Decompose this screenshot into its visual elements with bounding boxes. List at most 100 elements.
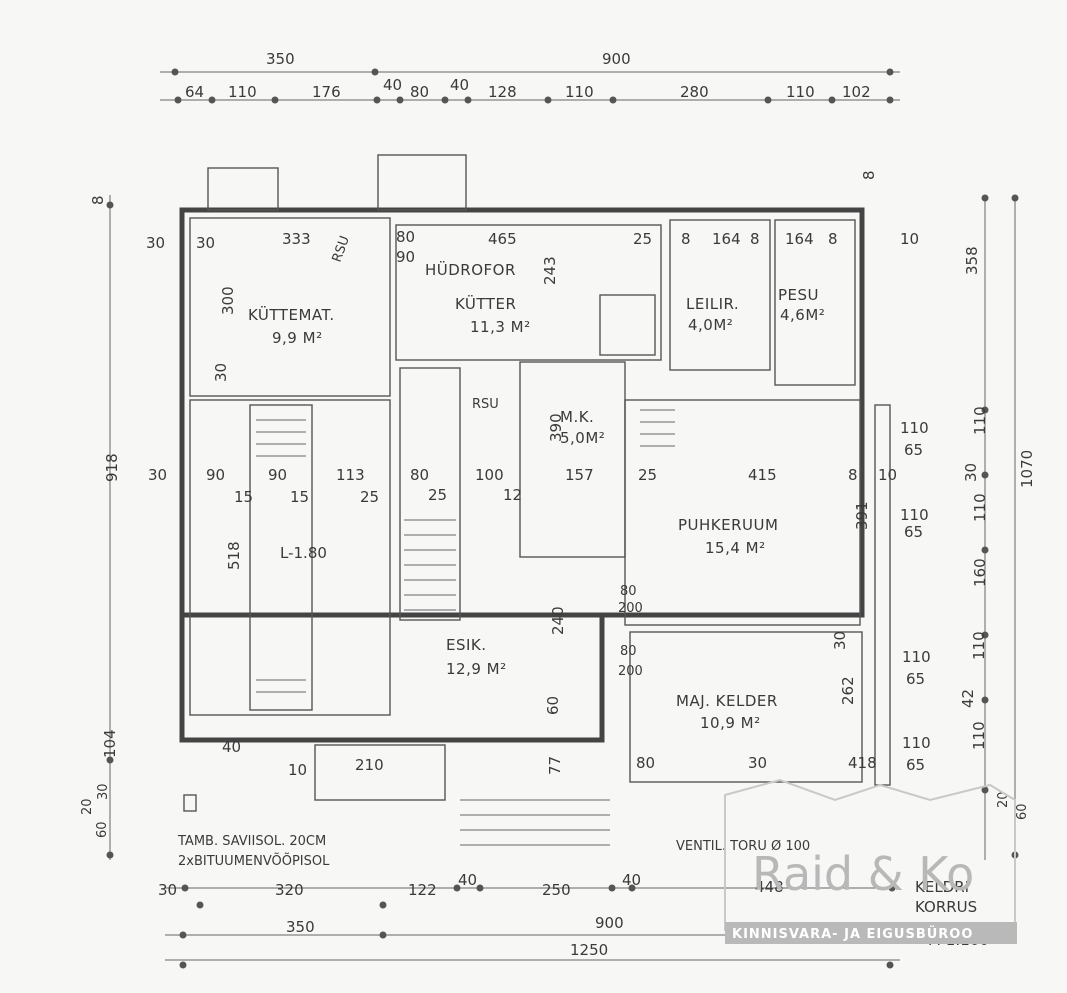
dim-label: 80 [620, 644, 637, 659]
dim-label: 415 [748, 466, 777, 484]
dim-label: 60 [95, 821, 110, 838]
dim-label: 1070 [1018, 450, 1036, 488]
note-insulation: 2xBITUUMENVÕÕPISOL [178, 853, 330, 869]
room-name: ESIK. [446, 636, 487, 654]
dim-label: 25 [428, 486, 447, 504]
room-name: M.K. [560, 408, 594, 426]
dim-label: 350 [286, 918, 315, 936]
room-area: 11,3 M² [470, 318, 531, 336]
floor-title: KELDRI [915, 878, 969, 896]
room-name: PUHKERUUM [678, 516, 778, 534]
dim-label: 10 [900, 230, 919, 248]
dims-top: 350 900 64 110 176 40 80 40 128 110 280 … [185, 50, 871, 101]
dim-label: 40 [222, 738, 241, 756]
dim-label: 15 [290, 488, 309, 506]
dim-label: 60 [544, 696, 562, 715]
dim-label: 25 [638, 466, 657, 484]
dim-label: 12 [503, 486, 522, 504]
dim-label: 65 [904, 441, 923, 459]
dim-label: 25 [633, 230, 652, 248]
dim-label: 64 [185, 83, 204, 101]
dim-label: 40 [450, 76, 469, 94]
dimension-lines [106, 68, 1019, 969]
room-leilir: LEILIR. 4,0M² [686, 295, 739, 334]
room-pesu: PESU 4,6M² [778, 286, 825, 324]
legend-symbol [183, 794, 197, 812]
dim-label: 8 [750, 230, 760, 248]
dim-label: 110 [902, 734, 931, 752]
watermark-band [725, 922, 1017, 944]
dim-label: 25 [360, 488, 379, 506]
dim-label: 65 [906, 756, 925, 774]
dim-label: 40 [458, 871, 477, 889]
dim-label: 300 [219, 286, 237, 315]
room-name: KÜTTER [455, 294, 516, 313]
dim-label: 333 [282, 230, 311, 248]
note-rsu: RSU [330, 234, 353, 264]
dim-label: 418 [848, 754, 877, 772]
dim-label: 918 [103, 453, 121, 482]
room-area: 5,0M² [560, 429, 605, 447]
dim-label: 110 [565, 83, 594, 101]
dim-label: 200 [618, 664, 643, 679]
dim-label: 42 [959, 689, 977, 708]
dim-label: 90 [396, 248, 415, 266]
dim-label: 90 [268, 466, 287, 484]
dim-label: 164 [785, 230, 814, 248]
dim-label: 80 [396, 228, 415, 246]
room-area: 12,9 M² [446, 660, 507, 678]
dim-label: 65 [906, 670, 925, 688]
dim-label: 518 [225, 541, 243, 570]
dim-label: 40 [622, 871, 641, 889]
room-kutter: KÜTTER 11,3 M² [455, 294, 531, 336]
dim-label: 60 [1015, 803, 1030, 820]
dim-label: 80 [410, 466, 429, 484]
room-name: PESU [778, 286, 819, 304]
dim-label: 262 [839, 676, 857, 705]
dim-label: 30 [962, 463, 980, 482]
dim-label: 77 [546, 756, 564, 775]
stairs [256, 409, 675, 846]
dim-label: 110 [786, 83, 815, 101]
dim-label: 164 [712, 230, 741, 248]
dim-label: 8 [681, 230, 691, 248]
dim-label: 65 [904, 523, 923, 541]
room-area: 4,6M² [780, 306, 825, 324]
dim-label: 900 [595, 914, 624, 932]
dims-inner: 30 333 80 90 465 25 8 164 8 164 8 10 300… [148, 228, 919, 779]
walls [179, 154, 891, 801]
dim-label: 30 [831, 631, 849, 650]
dim-label: 40 [383, 76, 402, 94]
room-area: 10,9 M² [700, 714, 761, 732]
dim-label: 30 [148, 466, 167, 484]
dim-label: 110 [900, 419, 929, 437]
dim-label: 30 [748, 754, 767, 772]
dims-bottom: 30 320 122 40 250 40 448 350 900 1250 [158, 871, 784, 959]
room-area: 9,9 M² [272, 329, 323, 347]
room-name: MAJ. KELDER [676, 692, 778, 710]
watermark-brand: Raid & Ko [752, 847, 974, 901]
dims-left: 8 30 918 104 30 20 60 [80, 195, 165, 838]
room-area: 15,4 M² [705, 539, 766, 557]
room-puhkeruum: PUHKERUUM 15,4 M² [678, 516, 778, 557]
dim-label: 243 [541, 256, 559, 285]
dim-label: 8 [89, 195, 107, 205]
dim-label: 110 [970, 631, 988, 660]
room-name: HÜDROFOR [425, 260, 516, 279]
dim-label: 110 [228, 83, 257, 101]
dim-label: 80 [620, 584, 637, 599]
dim-label: 210 [355, 756, 384, 774]
dim-label: 110 [902, 648, 931, 666]
room-area: 4,0M² [688, 316, 733, 334]
dim-label: 30 [96, 783, 111, 800]
dim-label: 80 [410, 83, 429, 101]
dim-label: 350 [266, 50, 295, 68]
dim-label: 110 [900, 506, 929, 524]
watermark: Raid & Ko KINNISVARA- JA EIGUSBÜROO [724, 778, 1017, 944]
dim-label: 30 [196, 234, 215, 252]
room-mk: M.K. 5,0M² [560, 408, 605, 447]
dim-label: 10 [288, 761, 307, 779]
dim-label: 160 [971, 558, 989, 587]
dim-label: 100 [475, 466, 504, 484]
dim-label: 15 [234, 488, 253, 506]
